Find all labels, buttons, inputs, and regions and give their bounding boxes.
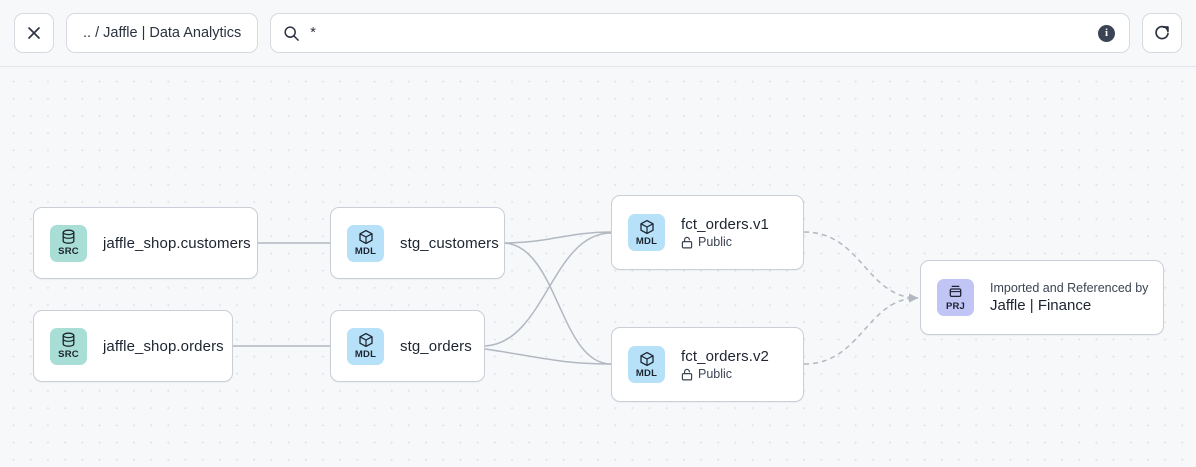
badge-kind-label: MDL (635, 235, 658, 247)
badge-kind-label: MDL (354, 246, 377, 257)
refresh-button[interactable] (1142, 13, 1182, 53)
badge-kind-label: SRC (58, 246, 79, 257)
node-text-block: Imported and Referenced by Jaffle | Fina… (990, 281, 1148, 314)
unlock-icon (681, 236, 693, 249)
close-button[interactable] (14, 13, 54, 53)
cube-icon (358, 332, 374, 348)
node-visibility: Public (681, 367, 769, 381)
node-label: jaffle_shop.orders (103, 337, 224, 355)
close-icon (28, 27, 40, 39)
breadcrumb[interactable]: .. / Jaffle | Data Analytics (66, 13, 259, 53)
cube-icon (639, 351, 655, 367)
badge-kind-label: SRC (58, 349, 79, 360)
node-src-customers[interactable]: SRC jaffle_shop.customers (33, 207, 258, 279)
toolbar: .. / Jaffle | Data Analytics i (0, 0, 1196, 67)
search-field[interactable]: i (270, 13, 1130, 53)
badge-kind-label: MDL (635, 367, 658, 379)
edge-fct-v1-to-prj (803, 231, 919, 303)
visibility-label: Public (698, 367, 733, 381)
badge-prj: PRJ (937, 279, 974, 316)
badge-src: SRC (50, 224, 87, 262)
graph-canvas[interactable]: SRC jaffle_shop.customers SRC jaffle_sho… (0, 67, 1196, 467)
badge-mdl: MDL (628, 346, 665, 383)
search-input[interactable] (310, 14, 1088, 52)
badge-mdl: MDL (628, 214, 665, 251)
refresh-icon (1155, 25, 1169, 40)
project-icon (948, 284, 963, 300)
node-label: stg_orders (400, 337, 472, 355)
node-prj-jaffle-finance[interactable]: PRJ Imported and Referenced by Jaffle | … (920, 260, 1164, 335)
node-visibility: Public (681, 235, 769, 249)
node-text-block: fct_orders.v1 Public (681, 216, 769, 249)
visibility-label: Public (698, 235, 733, 249)
node-stg-customers[interactable]: MDL stg_customers (330, 207, 505, 279)
project-relation-label: Imported and Referenced by (990, 281, 1149, 295)
node-fct-orders-v1[interactable]: MDL fct_orders.v1 Public (611, 195, 804, 270)
search-icon (284, 25, 300, 41)
node-text-block: fct_orders.v2 Public (681, 348, 769, 381)
cube-icon (639, 219, 655, 235)
info-icon-label: i (1104, 26, 1109, 39)
badge-src: SRC (50, 327, 87, 365)
node-fct-orders-v2[interactable]: MDL fct_orders.v2 Public (611, 327, 804, 402)
edge-stg-customers-to-fct-v1 (504, 231, 612, 244)
database-icon (61, 229, 76, 245)
node-label: jaffle_shop.customers (103, 234, 251, 252)
badge-kind-label: PRJ (945, 300, 966, 312)
database-icon (61, 332, 76, 348)
unlock-icon (681, 368, 693, 381)
node-label: stg_customers (400, 234, 499, 252)
edge-stg-customers-to-fct-v2 (504, 242, 612, 365)
edge-stg-orders-to-fct-v2 (484, 348, 612, 365)
node-src-orders[interactable]: SRC jaffle_shop.orders (33, 310, 233, 382)
cube-icon (358, 229, 374, 245)
node-label: fct_orders.v1 (681, 216, 770, 233)
info-icon[interactable]: i (1098, 24, 1115, 42)
badge-mdl: MDL (347, 327, 384, 365)
node-stg-orders[interactable]: MDL stg_orders (330, 310, 485, 382)
badge-kind-label: MDL (354, 349, 377, 360)
project-name-label: Jaffle | Finance (990, 297, 1092, 314)
breadcrumb-label: .. / Jaffle | Data Analytics (83, 25, 242, 41)
node-label: fct_orders.v2 (681, 348, 770, 365)
badge-mdl: MDL (347, 224, 384, 262)
edge-fct-v2-to-prj (803, 293, 919, 365)
